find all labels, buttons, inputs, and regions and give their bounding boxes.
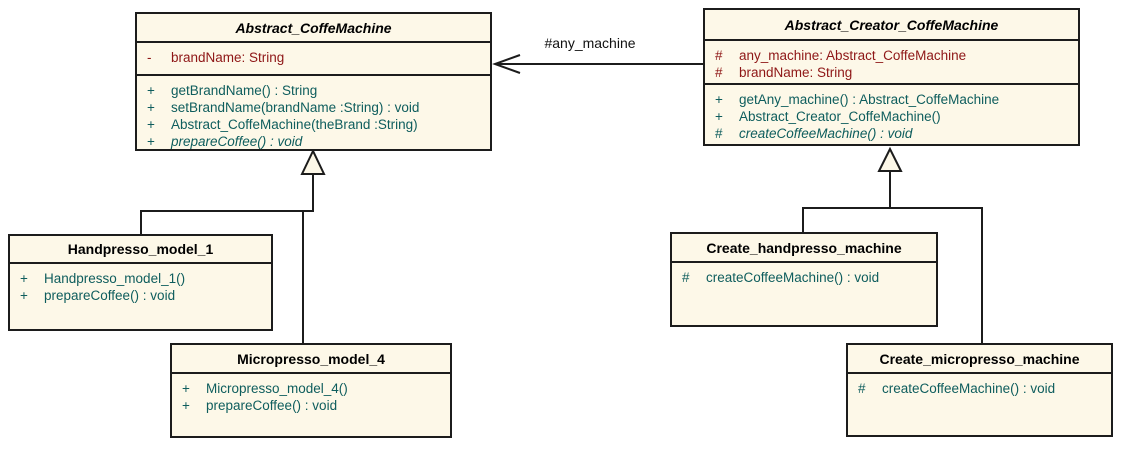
method-row: + getAny_machine() : Abstract_CoffeMachi…	[715, 91, 1074, 108]
visibility-symbol: #	[715, 65, 723, 80]
method-text: getBrandName() : String	[171, 83, 318, 98]
class-title: Create_micropresso_machine	[848, 345, 1111, 374]
method-row: + Handpresso_model_1()	[20, 270, 267, 287]
attribute-row: - brandName: String	[147, 49, 486, 66]
class-title: Create_handpresso_machine	[672, 234, 936, 263]
class-title: Handpresso_model_1	[10, 236, 271, 264]
inheritance-triangle-icon	[877, 146, 903, 172]
visibility-symbol: +	[147, 83, 155, 98]
inheritance-triangle-icon	[300, 148, 326, 175]
method-text: Abstract_CoffeMachine(theBrand :String)	[171, 117, 418, 132]
class-title: Abstract_Creator_CoffeMachine	[705, 10, 1078, 41]
visibility-symbol: +	[182, 398, 190, 413]
attributes-compartment: - brandName: String	[137, 43, 490, 76]
method-text: createCoffeeMachine() : void	[882, 381, 1056, 396]
method-text: Handpresso_model_1()	[44, 271, 186, 286]
class-abstract-coffemachine[interactable]: Abstract_CoffeMachine - brandName: Strin…	[135, 12, 492, 151]
method-text: createCoffeeMachine() : void	[739, 126, 913, 141]
method-text: prepareCoffee() : void	[206, 398, 338, 413]
method-text: Micropresso_model_4()	[206, 381, 348, 396]
attribute-text: brandName: String	[171, 50, 285, 65]
visibility-symbol: +	[147, 100, 155, 115]
methods-compartment: + getBrandName() : String + setBrandName…	[137, 76, 490, 149]
method-text: prepareCoffee() : void	[44, 288, 176, 303]
method-row: + Abstract_Creator_CoffeMachine()	[715, 108, 1074, 125]
method-row: # createCoffeeMachine() : void	[715, 125, 1074, 142]
methods-compartment: + Handpresso_model_1() + prepareCoffee()…	[10, 264, 271, 329]
attribute-text: any_machine: Abstract_CoffeMachine	[739, 48, 967, 63]
methods-compartment: + getAny_machine() : Abstract_CoffeMachi…	[705, 85, 1078, 144]
visibility-symbol: -	[147, 50, 152, 65]
class-micropresso-model-4[interactable]: Micropresso_model_4 + Micropresso_model_…	[170, 343, 452, 438]
visibility-symbol: +	[715, 92, 723, 107]
method-text: prepareCoffee() : void	[171, 134, 303, 149]
open-arrowhead-icon	[492, 54, 521, 74]
visibility-symbol: +	[147, 134, 155, 149]
attributes-compartment: # any_machine: Abstract_CoffeMachine # b…	[705, 41, 1078, 85]
class-create-handpresso-machine[interactable]: Create_handpresso_machine # createCoffee…	[670, 232, 938, 327]
visibility-symbol: +	[182, 381, 190, 396]
method-text: createCoffeeMachine() : void	[706, 270, 880, 285]
visibility-symbol: +	[147, 117, 155, 132]
class-title: Abstract_CoffeMachine	[137, 14, 490, 43]
association-label: #any_machine	[544, 35, 636, 51]
class-abstract-creator-coffemachine[interactable]: Abstract_Creator_CoffeMachine # any_mach…	[703, 8, 1080, 146]
class-create-micropresso-machine[interactable]: Create_micropresso_machine # createCoffe…	[846, 343, 1113, 437]
method-row: + prepareCoffee() : void	[147, 133, 486, 149]
method-row: + setBrandName(brandName :String) : void	[147, 99, 486, 116]
method-text: getAny_machine() : Abstract_CoffeMachine	[739, 92, 1000, 107]
class-handpresso-model-1[interactable]: Handpresso_model_1 + Handpresso_model_1(…	[8, 234, 273, 331]
attribute-row: # brandName: String	[715, 64, 1074, 81]
method-row: + prepareCoffee() : void	[182, 397, 446, 414]
visibility-symbol: +	[715, 109, 723, 124]
class-title: Micropresso_model_4	[172, 345, 450, 374]
method-text: setBrandName(brandName :String) : void	[171, 100, 420, 115]
visibility-symbol: +	[20, 288, 28, 303]
visibility-symbol: #	[858, 381, 866, 396]
method-row: + Micropresso_model_4()	[182, 380, 446, 397]
methods-compartment: # createCoffeeMachine() : void	[672, 263, 936, 325]
method-row: + prepareCoffee() : void	[20, 287, 267, 304]
visibility-symbol: +	[20, 271, 28, 286]
methods-compartment: # createCoffeeMachine() : void	[848, 374, 1111, 435]
visibility-symbol: #	[715, 126, 723, 141]
method-row: # createCoffeeMachine() : void	[682, 269, 932, 286]
attribute-row: # any_machine: Abstract_CoffeMachine	[715, 47, 1074, 64]
method-row: # createCoffeeMachine() : void	[858, 380, 1107, 397]
method-row: + getBrandName() : String	[147, 82, 486, 99]
visibility-symbol: #	[682, 270, 690, 285]
method-text: Abstract_Creator_CoffeMachine()	[739, 109, 941, 124]
visibility-symbol: #	[715, 48, 723, 63]
method-row: + Abstract_CoffeMachine(theBrand :String…	[147, 116, 486, 133]
attribute-text: brandName: String	[739, 65, 853, 80]
methods-compartment: + Micropresso_model_4() + prepareCoffee(…	[172, 374, 450, 436]
